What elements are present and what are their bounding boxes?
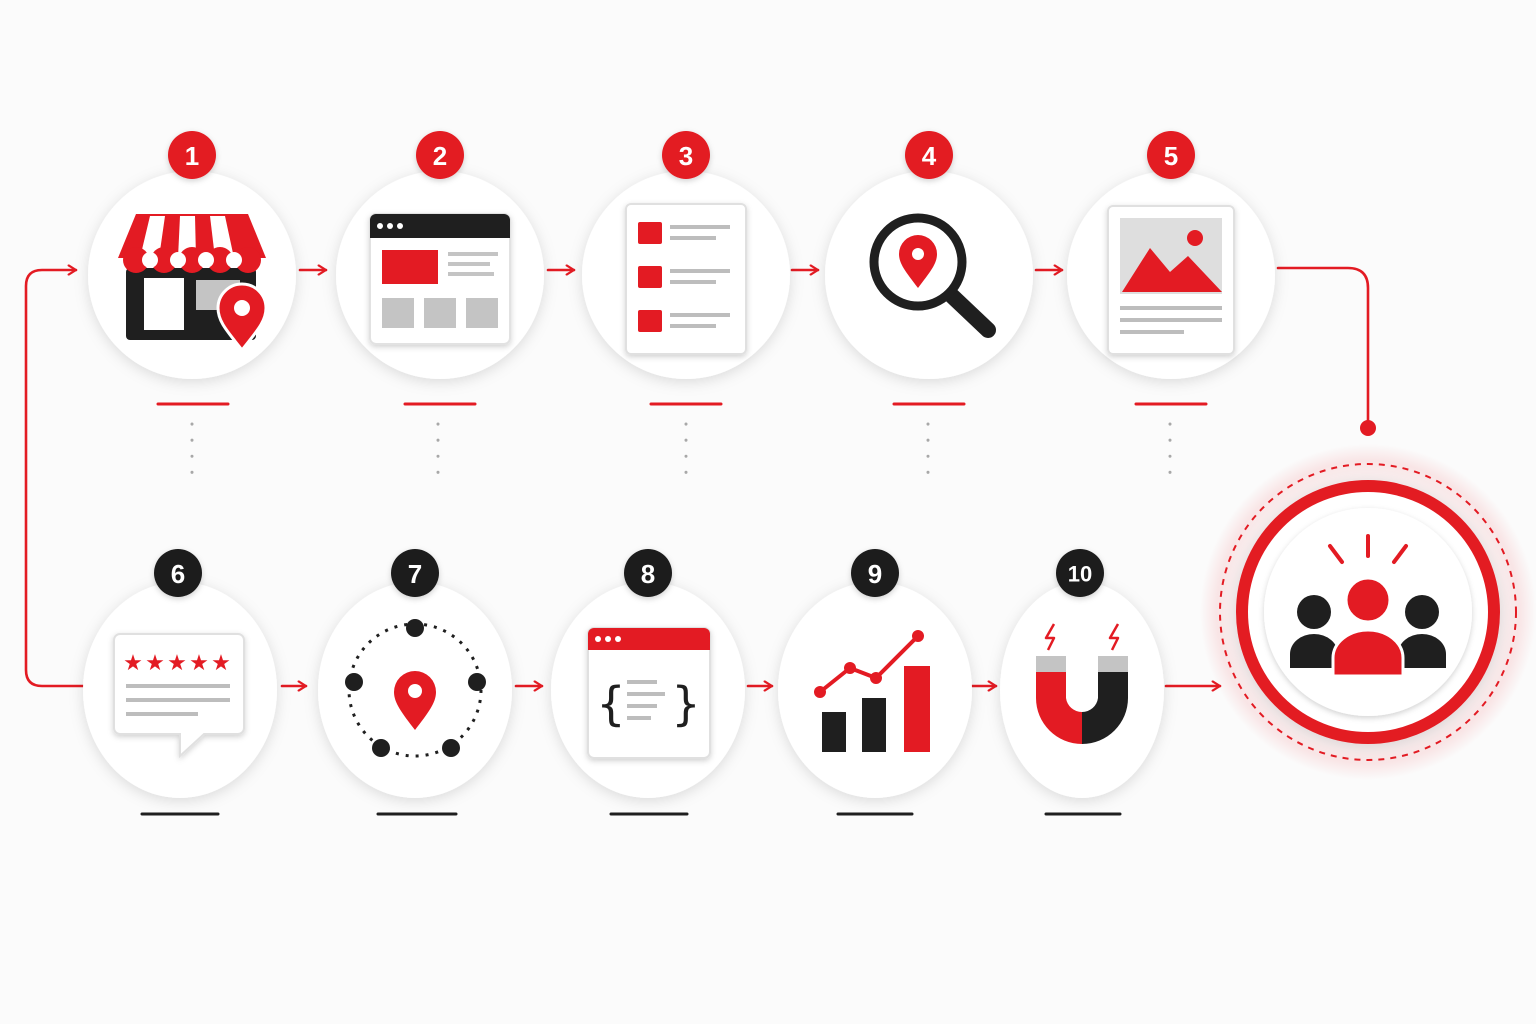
customers-group-icon	[1290, 534, 1446, 678]
code-window-icon: { }	[587, 627, 711, 759]
step-9: 9	[778, 549, 972, 816]
step-6-badge	[154, 549, 202, 597]
goal-dashed-ring	[1219, 463, 1517, 761]
step-2-badge	[416, 131, 464, 179]
step-8-number: 8	[641, 559, 655, 589]
webpage-layout-icon	[369, 213, 511, 345]
image-post-icon	[1107, 205, 1235, 355]
step-10-number: 10	[1068, 562, 1092, 587]
svg-text:}: }	[672, 677, 700, 731]
step-7: 7	[318, 549, 512, 816]
step-7-number: 7	[408, 559, 422, 589]
growth-chart-icon	[814, 630, 930, 752]
step-4-number: 4	[922, 141, 937, 171]
checklist-document-icon	[625, 203, 747, 355]
step-9-badge	[851, 549, 899, 597]
step-1: 1	[88, 131, 296, 490]
connector-to-goal	[1276, 266, 1370, 426]
step-9-number: 9	[868, 559, 882, 589]
svg-text:★: ★	[145, 651, 165, 676]
step-6-number: 6	[171, 559, 185, 589]
star-review-icon: ★★★★★	[113, 633, 245, 759]
step-5: 5	[1067, 131, 1275, 490]
connectors	[24, 266, 1370, 688]
magnifier-pin-icon	[869, 213, 996, 338]
step-2: 2	[336, 131, 544, 490]
step-1-number: 1	[185, 141, 199, 171]
step-9-circle	[778, 582, 972, 798]
step-7-badge	[391, 549, 439, 597]
step-10: 10	[1000, 549, 1164, 816]
step-3-number: 3	[679, 141, 693, 171]
goal-node	[1200, 444, 1536, 780]
svg-text:★: ★	[167, 651, 187, 676]
svg-text:{: {	[597, 677, 625, 731]
svg-text:★: ★	[211, 651, 231, 676]
step-3-badge	[662, 131, 710, 179]
return-connector	[24, 270, 86, 688]
svg-text:★: ★	[189, 651, 209, 676]
step-5-number: 5	[1164, 141, 1178, 171]
step-10-badge	[1056, 549, 1104, 597]
step-8: { } 8	[551, 549, 745, 816]
svg-text:★: ★	[123, 651, 143, 676]
step-1-badge	[168, 131, 216, 179]
step-6: ★★★★★ 6	[83, 549, 277, 816]
step-5-badge	[1147, 131, 1195, 179]
connector-dot	[1360, 420, 1376, 436]
step-10-circle	[1000, 582, 1164, 798]
step-4-badge	[905, 131, 953, 179]
location-network-icon	[345, 619, 486, 758]
step-3: 3	[582, 131, 790, 490]
storefront-pin-icon	[118, 214, 268, 353]
magnet-icon	[1036, 623, 1128, 744]
step-4: 4	[825, 131, 1033, 490]
step-2-number: 2	[433, 141, 447, 171]
step-8-badge	[624, 549, 672, 597]
